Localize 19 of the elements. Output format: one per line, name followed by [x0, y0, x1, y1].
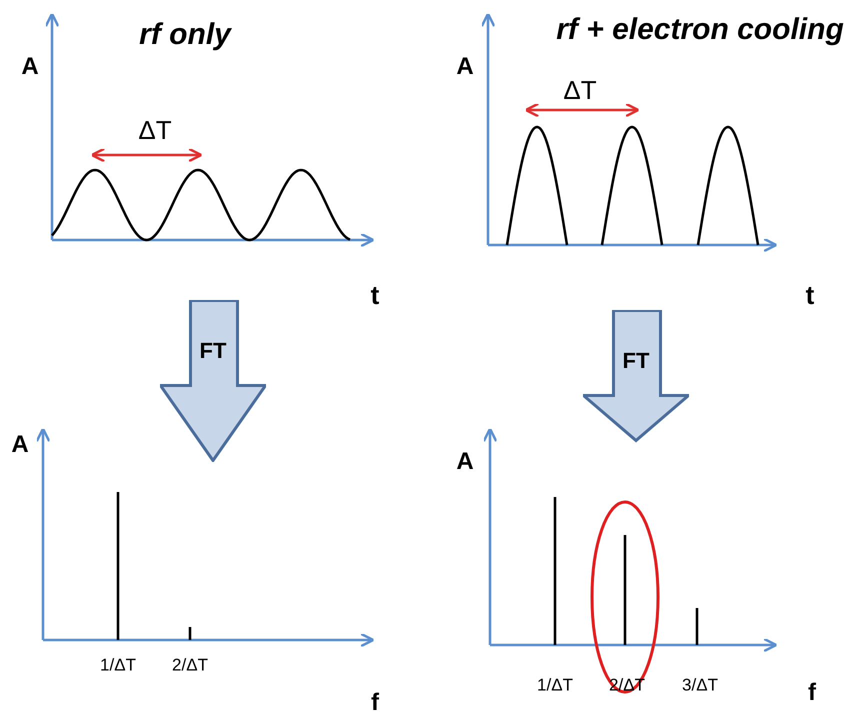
- tick-label: 1/ΔT: [537, 676, 573, 694]
- axis-label: t: [370, 282, 380, 308]
- axis-label: f: [808, 681, 816, 705]
- axis-label: A: [11, 433, 29, 457]
- axis-label: A: [21, 55, 39, 79]
- title: rf only: [139, 20, 231, 50]
- tick-label: 3/ΔT: [682, 676, 718, 694]
- axis-label: A: [456, 55, 474, 79]
- tick-label: 2/ΔT: [172, 656, 208, 674]
- block-arrow: [160, 300, 266, 462]
- transform-label: FT: [198, 338, 228, 364]
- transform-label: FT: [622, 348, 650, 374]
- tick-label: 1/ΔT: [100, 656, 136, 674]
- interval-label: ΔT: [563, 77, 597, 103]
- axis-label: A: [456, 450, 474, 474]
- axis-label: f: [371, 691, 379, 715]
- axis-label: t: [806, 282, 814, 308]
- title: rf + electron cooling: [556, 15, 844, 45]
- interval-label: ΔT: [138, 117, 172, 143]
